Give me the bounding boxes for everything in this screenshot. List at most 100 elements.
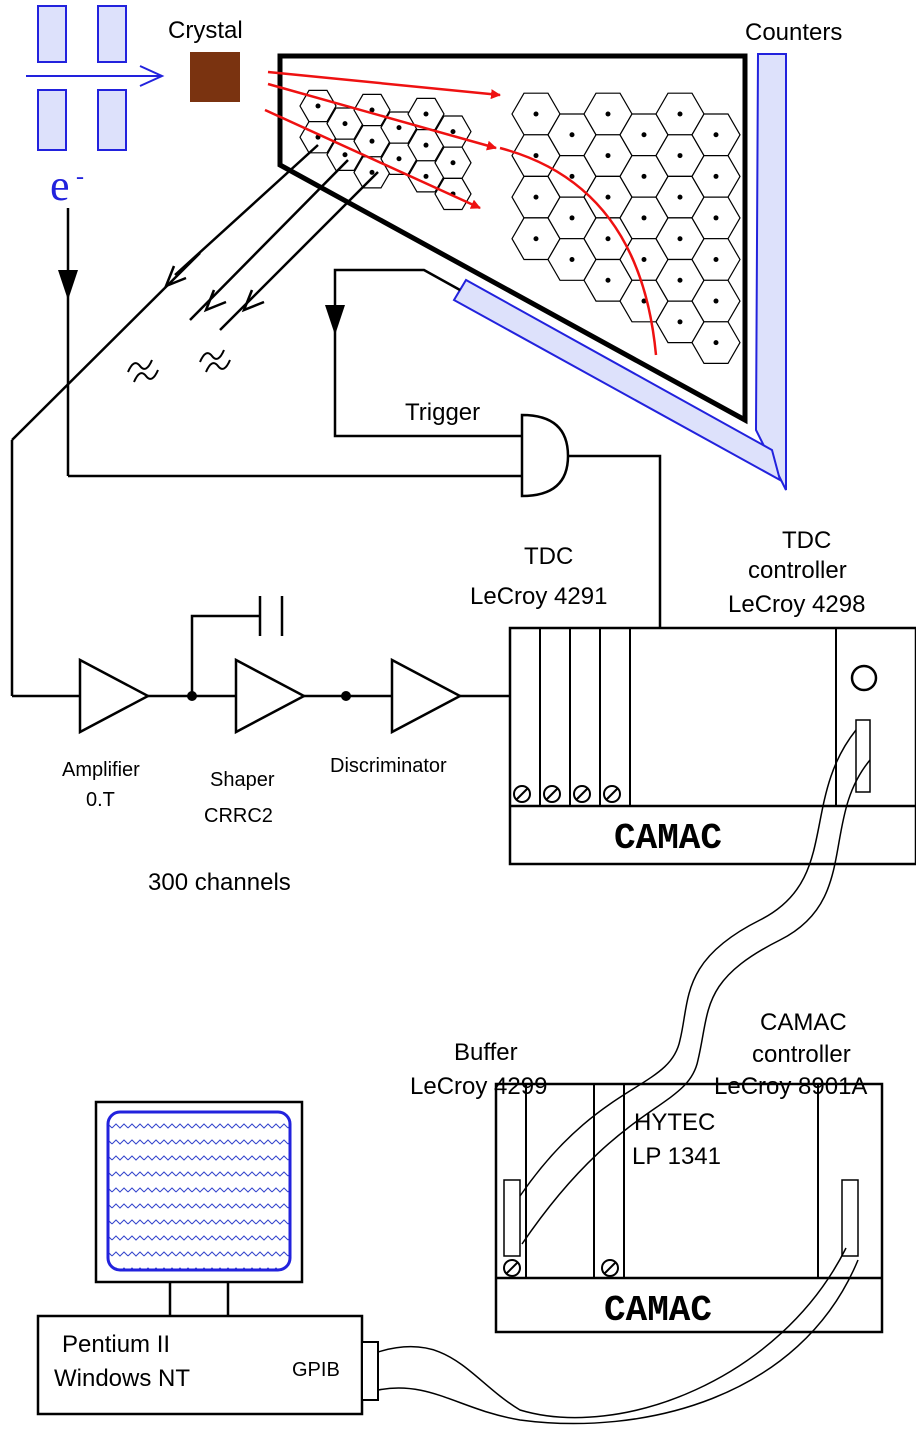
track-2 (267, 82, 497, 151)
collimator-block-br (97, 89, 127, 151)
break-1 (127, 359, 159, 383)
hex-large-dot (677, 153, 683, 159)
crystal (190, 52, 240, 102)
cable-3 (219, 171, 379, 331)
shaper-label: Shaper (210, 769, 275, 791)
discriminator-symbol (390, 657, 463, 735)
ribbon-cable-1 (519, 729, 871, 1245)
hex-large-dot (605, 153, 611, 159)
discriminator-label: Discriminator (330, 755, 447, 777)
gpib-connector (361, 1341, 379, 1401)
tdc-screws (513, 785, 621, 803)
hex-small-dot (342, 152, 348, 158)
hex-large-dot (641, 215, 647, 221)
track-1 (267, 70, 501, 100)
tdc-label: TDC (524, 543, 573, 570)
collimator-block-tr (97, 5, 127, 63)
tdc-controller-port (850, 664, 878, 692)
track-curved (499, 146, 658, 356)
hex-large-dot (533, 111, 539, 117)
ribbon-cable-gpib (377, 1247, 859, 1425)
counter-diagonal (452, 278, 782, 483)
electron-label: e (50, 161, 70, 210)
cable-2 (189, 159, 349, 321)
hex-small-dot (450, 129, 456, 135)
hex-small-dot (396, 156, 402, 162)
break-2 (199, 349, 231, 373)
camac-controller-model: LeCroy 8901A (714, 1073, 867, 1100)
tdc-controller-connector (855, 719, 871, 793)
trigger-label: Trigger (405, 399, 480, 426)
hex-small-dot (423, 111, 429, 117)
hex-small-dot (369, 169, 375, 175)
hex-large-dot (569, 215, 575, 221)
hex-large-dot (713, 132, 719, 138)
pc-label-2: Windows NT (54, 1365, 190, 1392)
hex-small-dot (423, 173, 429, 179)
hex-large-dot (677, 277, 683, 283)
tdc-controller-label-2: controller (748, 557, 847, 584)
hex-small-dot (369, 138, 375, 144)
hex-large-dot (713, 215, 719, 221)
monitor-screen (106, 1110, 292, 1272)
hex-large-dot (641, 132, 647, 138)
hex-large-dot (713, 340, 719, 346)
amplifier-symbol (78, 657, 151, 735)
ribbon-1-edge-a (519, 729, 857, 1197)
gpib-edge-b (377, 1259, 859, 1425)
camac-controller-label-1: CAMAC (760, 1009, 847, 1036)
hex-large-dot (677, 236, 683, 242)
amplifier-model: 0.T (86, 789, 115, 811)
hytec-model: LP 1341 (632, 1143, 721, 1170)
buffer-model: LeCroy 4299 (410, 1073, 547, 1100)
shaper-model: CRRC2 (204, 805, 273, 827)
controller-connector (841, 1179, 859, 1257)
buffer-connector (503, 1179, 521, 1257)
hex-large-dot (641, 173, 647, 179)
shaper-symbol (234, 657, 307, 735)
buffer-label: Buffer (454, 1039, 518, 1066)
node-2 (341, 691, 351, 701)
electron-arrow (58, 270, 78, 300)
hex-large-dot (569, 256, 575, 262)
electron-sign: - (76, 164, 84, 190)
hex-small-dot (396, 125, 402, 131)
hex-large-dot (677, 319, 683, 325)
counter-vertical (754, 53, 787, 491)
hex-small-dot (315, 103, 321, 109)
feedback-loop (190, 614, 260, 696)
gpib-edge-a (377, 1247, 847, 1419)
cable-arrow-2 (203, 289, 227, 313)
and-gate (520, 413, 570, 498)
hex-large-dot (605, 236, 611, 242)
camac-2-modules (525, 1084, 819, 1278)
collimator (26, 5, 165, 151)
pc-label-1: Pentium II (62, 1331, 170, 1358)
hex-small-dot (423, 142, 429, 148)
camac-2-label: CAMAC (604, 1290, 712, 1331)
track-3 (264, 108, 481, 210)
pc-box (36, 1314, 364, 1416)
tdc-modules (539, 628, 837, 806)
cable-arrowheads (163, 265, 265, 313)
hex-cluster-back (511, 92, 741, 364)
hex-small-dot (450, 160, 456, 166)
hex-large-dot (569, 173, 575, 179)
hex-large-dot (641, 256, 647, 262)
hex-small-dot (342, 121, 348, 127)
counters-label: Counters (745, 19, 842, 46)
collimator-block-bl (37, 89, 67, 151)
cable-arrow-1 (163, 265, 187, 289)
hex-small-dot (369, 107, 375, 113)
tdc-controller-label-1: TDC (782, 527, 831, 554)
hex-large-dot (641, 298, 647, 304)
hex-large-dot (713, 298, 719, 304)
hex-large-dot (533, 236, 539, 242)
cable-breaks (127, 349, 231, 383)
tdc-crate (508, 626, 916, 866)
camac-2-screws (503, 1259, 619, 1277)
detector-box (277, 53, 748, 425)
hex-large-dot (677, 111, 683, 117)
amplifier-label: Amplifier (62, 759, 140, 781)
